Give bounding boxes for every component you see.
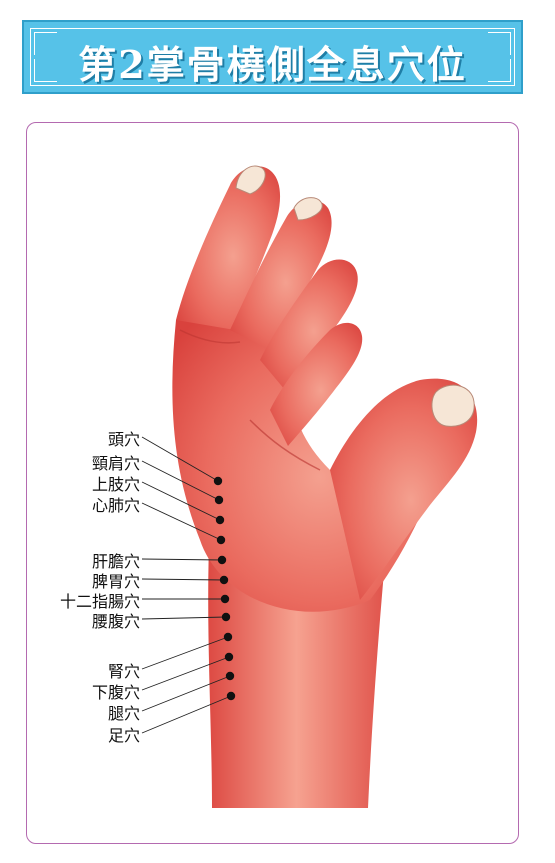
acupoint-markers: [141, 436, 236, 734]
acupoint-label: 足穴: [107, 726, 140, 745]
acupoint-label: 腎穴: [107, 662, 140, 681]
leader-line: [141, 656, 230, 691]
acupoint-label: 頸肩穴: [91, 454, 140, 473]
leader-line: [141, 436, 219, 482]
index-fingernail-shape: [235, 165, 266, 195]
acupoint-label: 肝膽穴: [91, 552, 140, 571]
acupoint-dot: [221, 612, 231, 622]
acupoint-dot: [219, 575, 229, 585]
acupoint-label: 心肺穴: [91, 496, 140, 515]
leader-line: [141, 695, 232, 734]
acupoint-label: 腰腹穴: [91, 612, 140, 631]
leader-line: [141, 616, 227, 620]
acupoint-dot: [215, 515, 225, 525]
acupoint-dot: [226, 691, 236, 701]
banner-inner-border: [30, 28, 515, 86]
acupoint-dot: [214, 495, 224, 505]
acupoint-dot: [225, 671, 235, 681]
acupoint-label: 十二指腸穴: [59, 592, 140, 611]
banner-corner-ornament: [488, 59, 511, 82]
acupoint-dot: [213, 476, 223, 486]
leader-line: [141, 675, 231, 712]
ring-finger-shape: [260, 259, 358, 390]
leader-line: [141, 460, 220, 501]
leader-line: [141, 558, 223, 561]
acupoint-label: 下腹穴: [91, 683, 140, 702]
acupoint-dot: [223, 632, 233, 642]
acupoint-label: 頭穴: [107, 430, 140, 449]
leader-line: [141, 481, 221, 521]
acupoint-dot: [216, 535, 226, 545]
leader-line: [141, 636, 229, 670]
index-finger-shape: [176, 166, 281, 330]
acupoint-label: 上肢穴: [91, 475, 140, 494]
page-title: 第2掌骨橈側全息穴位: [78, 42, 467, 87]
middle-fingernail-shape: [293, 197, 323, 221]
banner-corner-ornament: [34, 59, 57, 82]
illustration-frame: [26, 122, 519, 844]
palm-crease-line: [249, 419, 321, 471]
leader-line: [141, 578, 225, 581]
title-banner: 第2掌骨橈側全息穴位: [22, 20, 523, 94]
acupoint-label: 脾胃穴: [91, 572, 140, 591]
banner-corner-ornament: [488, 32, 511, 55]
leader-line: [141, 502, 222, 541]
palm-crease-line: [179, 329, 241, 344]
little-finger-shape: [270, 322, 363, 446]
thumb-shape: [330, 378, 478, 600]
middle-finger-shape: [230, 200, 332, 350]
acupoint-dot: [224, 652, 234, 662]
banner-corner-ornament: [34, 32, 57, 55]
acupoint-dot: [217, 555, 227, 565]
acupoint-label: 腿穴: [107, 704, 140, 723]
acupoint-dot: [220, 594, 230, 604]
thumbnail-shape: [431, 384, 475, 427]
